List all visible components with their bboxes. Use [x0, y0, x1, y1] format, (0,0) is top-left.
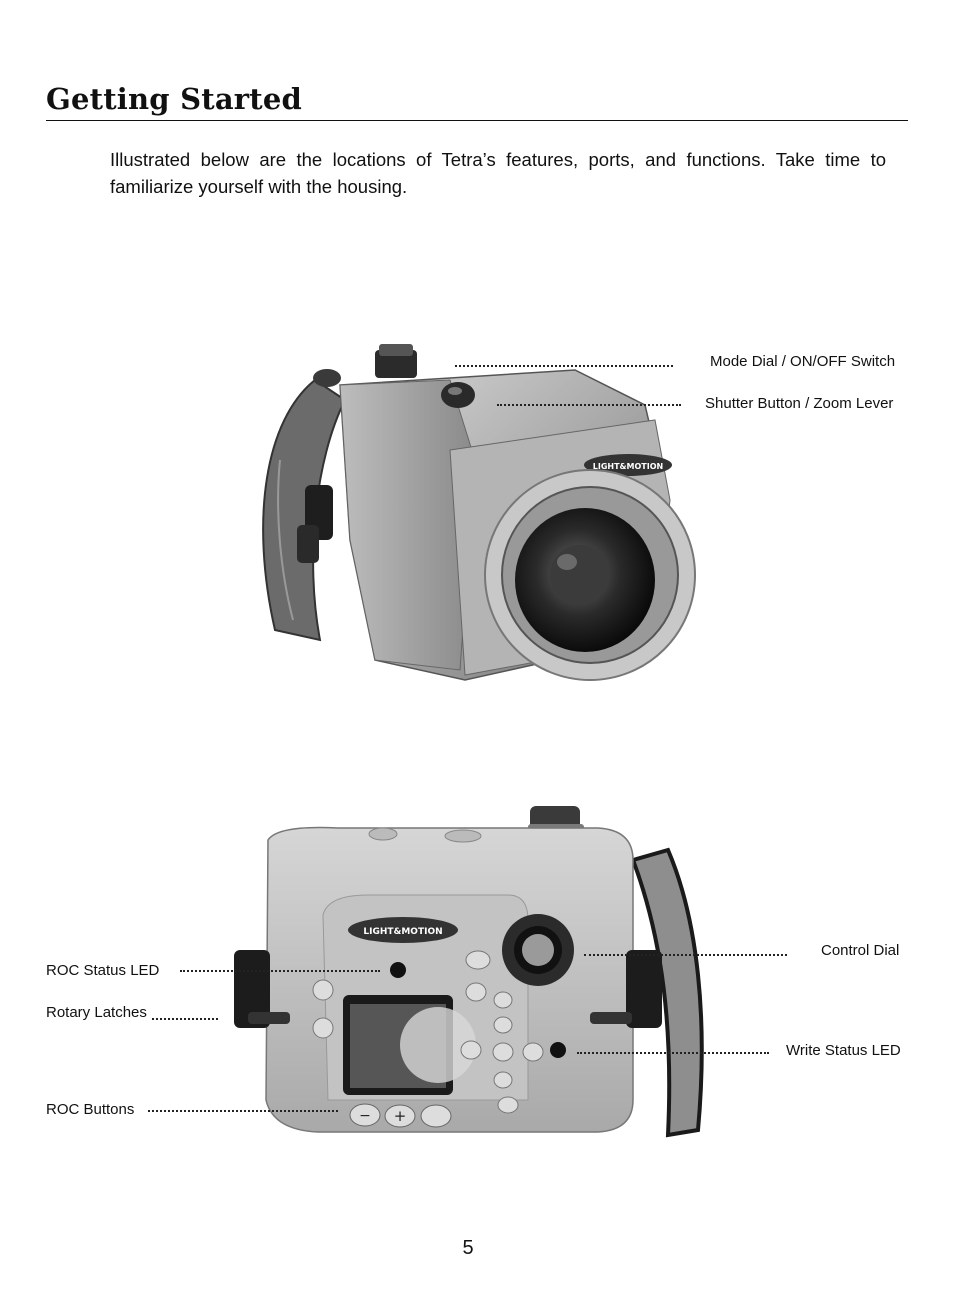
roc-buttons-bottom [349, 1103, 452, 1128]
mode-dial [375, 350, 417, 378]
logo-text: LIGHT&MOTION [363, 927, 442, 937]
leader-shutter [497, 404, 681, 406]
callout-roc-status-led: ROC Status LED [46, 962, 160, 979]
shutter-button [441, 382, 475, 408]
leader-write-status-led [577, 1052, 769, 1054]
write-status-led [550, 1042, 566, 1058]
callout-roc-buttons: ROC Buttons [46, 1101, 135, 1118]
brand-logo [348, 917, 458, 943]
roc-status-led [390, 962, 406, 978]
callout-shutter: Shutter Button / Zoom Lever [705, 395, 894, 412]
front-housing-photo: LIGHT&MOTION [262, 344, 696, 681]
svg-text:+: + [394, 1107, 407, 1125]
leader-mode-dial [455, 365, 673, 367]
callout-mode-dial: Mode Dial / ON/OFF Switch [710, 353, 896, 370]
rotary-latch-right [626, 950, 662, 1028]
roc-button-grid [460, 950, 544, 1114]
logo-text: LIGHT&MOTION [593, 462, 663, 471]
leader-roc-buttons [148, 1110, 338, 1112]
leader-roc-status-led [180, 970, 380, 972]
callout-rotary-latches: Rotary Latches [46, 1004, 147, 1021]
page-number: 5 [462, 1237, 474, 1259]
back-housing-photo: LIGHT&MOTION − + [234, 806, 704, 1138]
callout-control-dial: Control Dial [821, 942, 900, 959]
svg-text:−: − [359, 1108, 371, 1124]
page-title: Getting Started [46, 82, 303, 116]
leader-control-dial [584, 954, 787, 956]
rotary-latch-left [234, 950, 270, 1028]
leader-rotary-latches [152, 1018, 218, 1020]
hand-strap [630, 847, 704, 1138]
intro-paragraph: Illustrated below are the locations of T… [110, 149, 886, 197]
callout-write-status-led: Write Status LED [786, 1042, 901, 1059]
title-rule [46, 120, 908, 121]
